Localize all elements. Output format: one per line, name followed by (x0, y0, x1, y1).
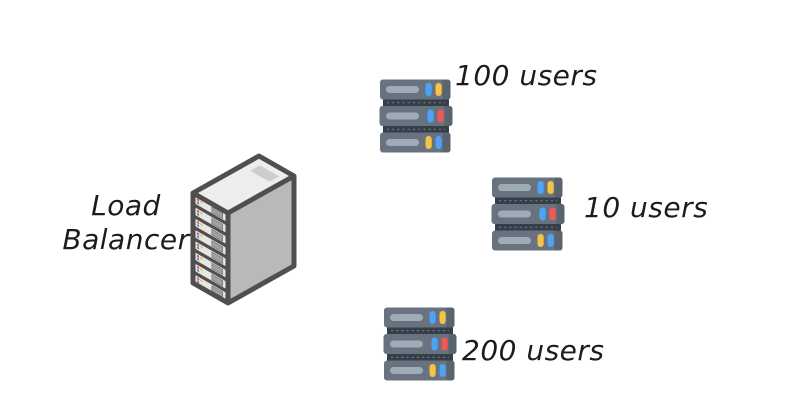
server-users-label: 200 users (462, 334, 605, 367)
load-balancer-label: Load Balancer (62, 189, 190, 256)
server-stack-icon (379, 79, 453, 153)
server-tower-icon (190, 153, 297, 306)
server-users-label: 10 users (584, 191, 709, 224)
server-users-label: 100 users (455, 59, 598, 92)
rack-slots (195, 196, 226, 300)
server-stack-icon (383, 307, 457, 381)
server-stack-icon (491, 177, 565, 251)
